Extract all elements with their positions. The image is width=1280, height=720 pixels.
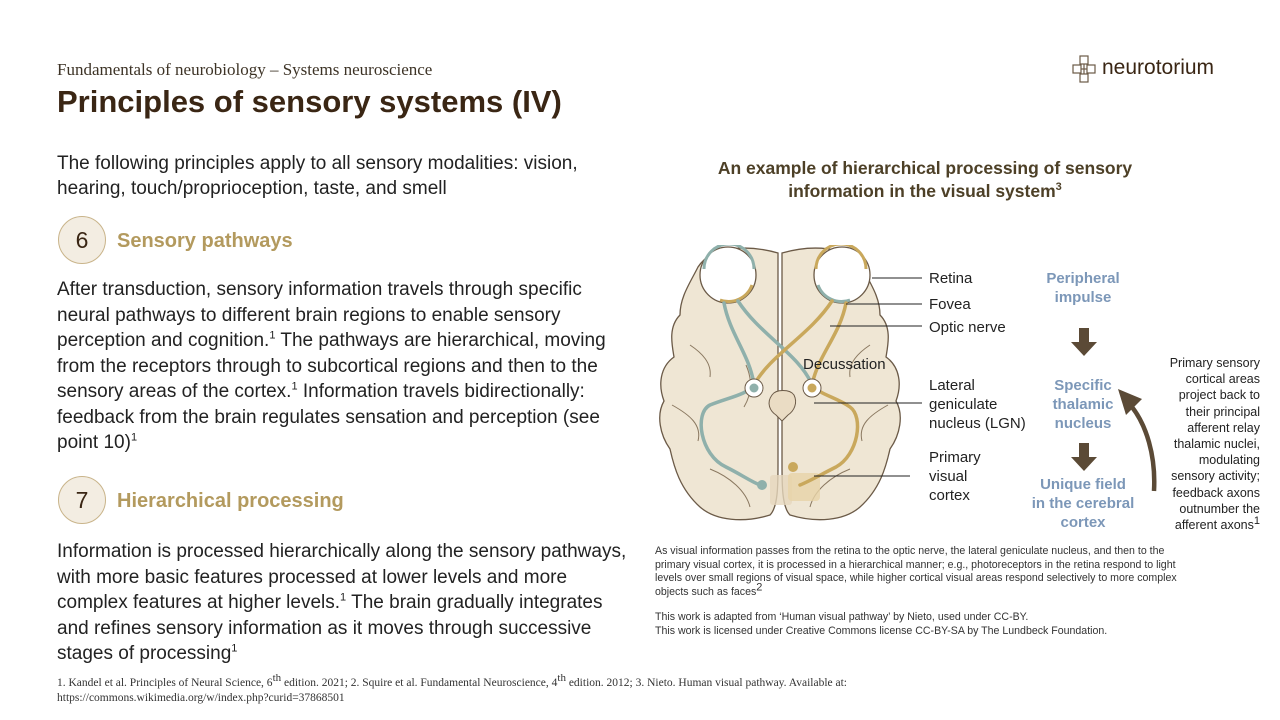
logo-text: neurotorium [1102, 56, 1215, 79]
intro-text: The following principles apply to all se… [57, 153, 578, 199]
image-credit: This work is adapted from ‘Human visual … [655, 611, 1108, 637]
arrow-down-icon [1071, 328, 1097, 356]
v1-marker-left [757, 480, 767, 490]
section-7-number: 7 [58, 476, 106, 524]
diagram-title: An example of hierarchical processing of… [717, 158, 1133, 201]
label-primary-visual-cortex: Primary visual cortex [929, 449, 981, 504]
right-hemisphere [781, 247, 901, 521]
section-7-body: Information is processed hierarchically … [57, 541, 627, 664]
eye-right [813, 245, 871, 304]
label-decussation: Decussation [803, 356, 886, 373]
section-6-number: 6 [58, 216, 106, 264]
label-lgn: Lateral geniculate nucleus (LGN) [929, 377, 1026, 432]
eye-left [699, 245, 757, 304]
label-leader-lines [814, 277, 922, 477]
lgn-nuclei [744, 378, 822, 398]
visual-pathway-illustration [659, 245, 901, 521]
section-6-heading: Sensory pathways [117, 230, 293, 252]
logo: neurotorium [1071, 54, 1231, 84]
arrow-down-icon [1071, 443, 1097, 471]
label-optic-nerve: Optic nerve [929, 319, 1006, 336]
label-fovea: Fovea [929, 296, 971, 313]
feedback-curved-arrow-icon [1118, 389, 1157, 492]
label-retina: Retina [929, 270, 973, 287]
brainstem-cross-section [768, 390, 797, 422]
diagram-caption: As visual information passes from the re… [655, 545, 1177, 598]
feedback-note: Primary sensory cortical areas project b… [1169, 356, 1260, 533]
references-footnote: 1. Kandel et al. Principles of Neural Sc… [57, 672, 848, 704]
optic-pathways [699, 299, 860, 487]
v1-marker-right [788, 462, 798, 472]
neurotorium-logo-icon [1072, 55, 1096, 83]
breadcrumb: Fundamentals of neurobiology – Systems n… [57, 60, 433, 79]
page-title: Principles of sensory systems (IV) [57, 84, 562, 119]
section-7-heading: Hierarchical processing [117, 490, 344, 512]
section-6-body: After transduction, sensory information … [57, 279, 606, 453]
